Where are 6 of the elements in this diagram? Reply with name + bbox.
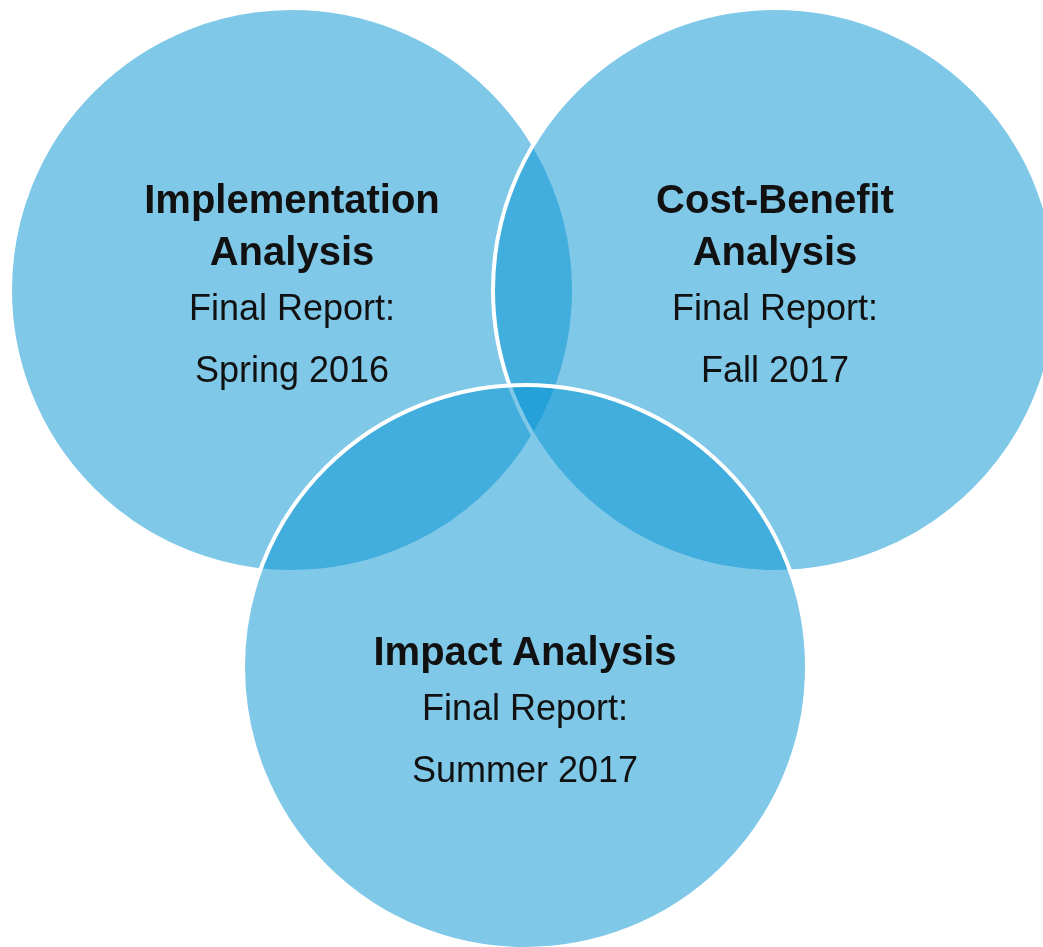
report-date: Final Report: Spring 2016: [187, 286, 397, 392]
circle-heading: Implementation Analysis: [143, 176, 441, 275]
circle-heading: Cost-Benefit Analysis: [655, 176, 895, 275]
circle-heading: Impact Analysis: [373, 628, 677, 675]
report-date: Final Report: Summer 2017: [410, 686, 640, 792]
report-date: Final Report: Fall 2017: [670, 286, 880, 392]
